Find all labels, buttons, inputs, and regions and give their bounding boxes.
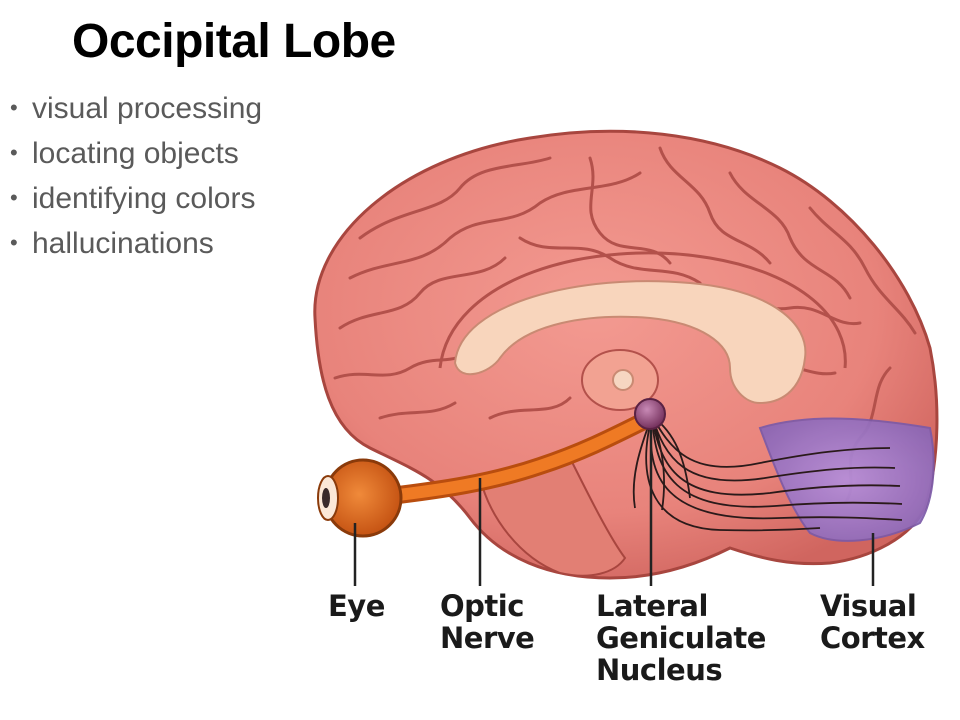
list-item: • visual processing: [10, 86, 262, 131]
corpus-callosum: [453, 280, 807, 405]
bullet-icon: •: [10, 185, 18, 210]
list-item: • locating objects: [10, 131, 262, 176]
label-optic-nerve: Optic Nerve: [440, 589, 535, 655]
label-lgn: Lateral Geniculate Nucleus: [596, 590, 766, 686]
label-eye: Eye: [328, 590, 385, 622]
bullet-icon: •: [10, 140, 18, 165]
visual-cortex-region: [758, 417, 935, 542]
bullet-icon: •: [10, 95, 18, 120]
label-nucleus-line: Nucleus: [596, 653, 723, 687]
brain-diagram: [313, 129, 939, 586]
function-list: • visual processing • locating objects • id…: [10, 86, 262, 266]
leader-lines: [353, 430, 875, 586]
bullet-text: locating objects: [32, 137, 239, 170]
eyeball: [317, 458, 403, 538]
bullet-text: hallucinations: [32, 227, 214, 260]
label-visual-cortex: Visual Cortex: [820, 590, 925, 654]
list-item: • hallucinations: [10, 221, 262, 266]
label-visual-line: Visual: [820, 589, 917, 623]
label-geniculate-line: Geniculate: [596, 621, 766, 655]
slide-title: Occipital Lobe: [72, 15, 396, 68]
bullet-text: identifying colors: [32, 182, 256, 215]
pineal-mark: [612, 369, 634, 391]
bullet-icon: •: [10, 230, 18, 255]
label-optic-line: Optic: [440, 589, 524, 623]
label-lateral-line: Lateral: [596, 589, 708, 623]
brainstem: [478, 456, 627, 577]
label-cortex-line: Cortex: [820, 621, 925, 655]
label-nerve-line: Nerve: [440, 621, 535, 655]
bullet-text: visual processing: [32, 92, 263, 125]
optic-radiations: [632, 415, 903, 532]
label-eye-line: Eye: [328, 589, 385, 623]
list-item: • identifying colors: [10, 176, 262, 221]
lgn-node: [634, 398, 666, 430]
